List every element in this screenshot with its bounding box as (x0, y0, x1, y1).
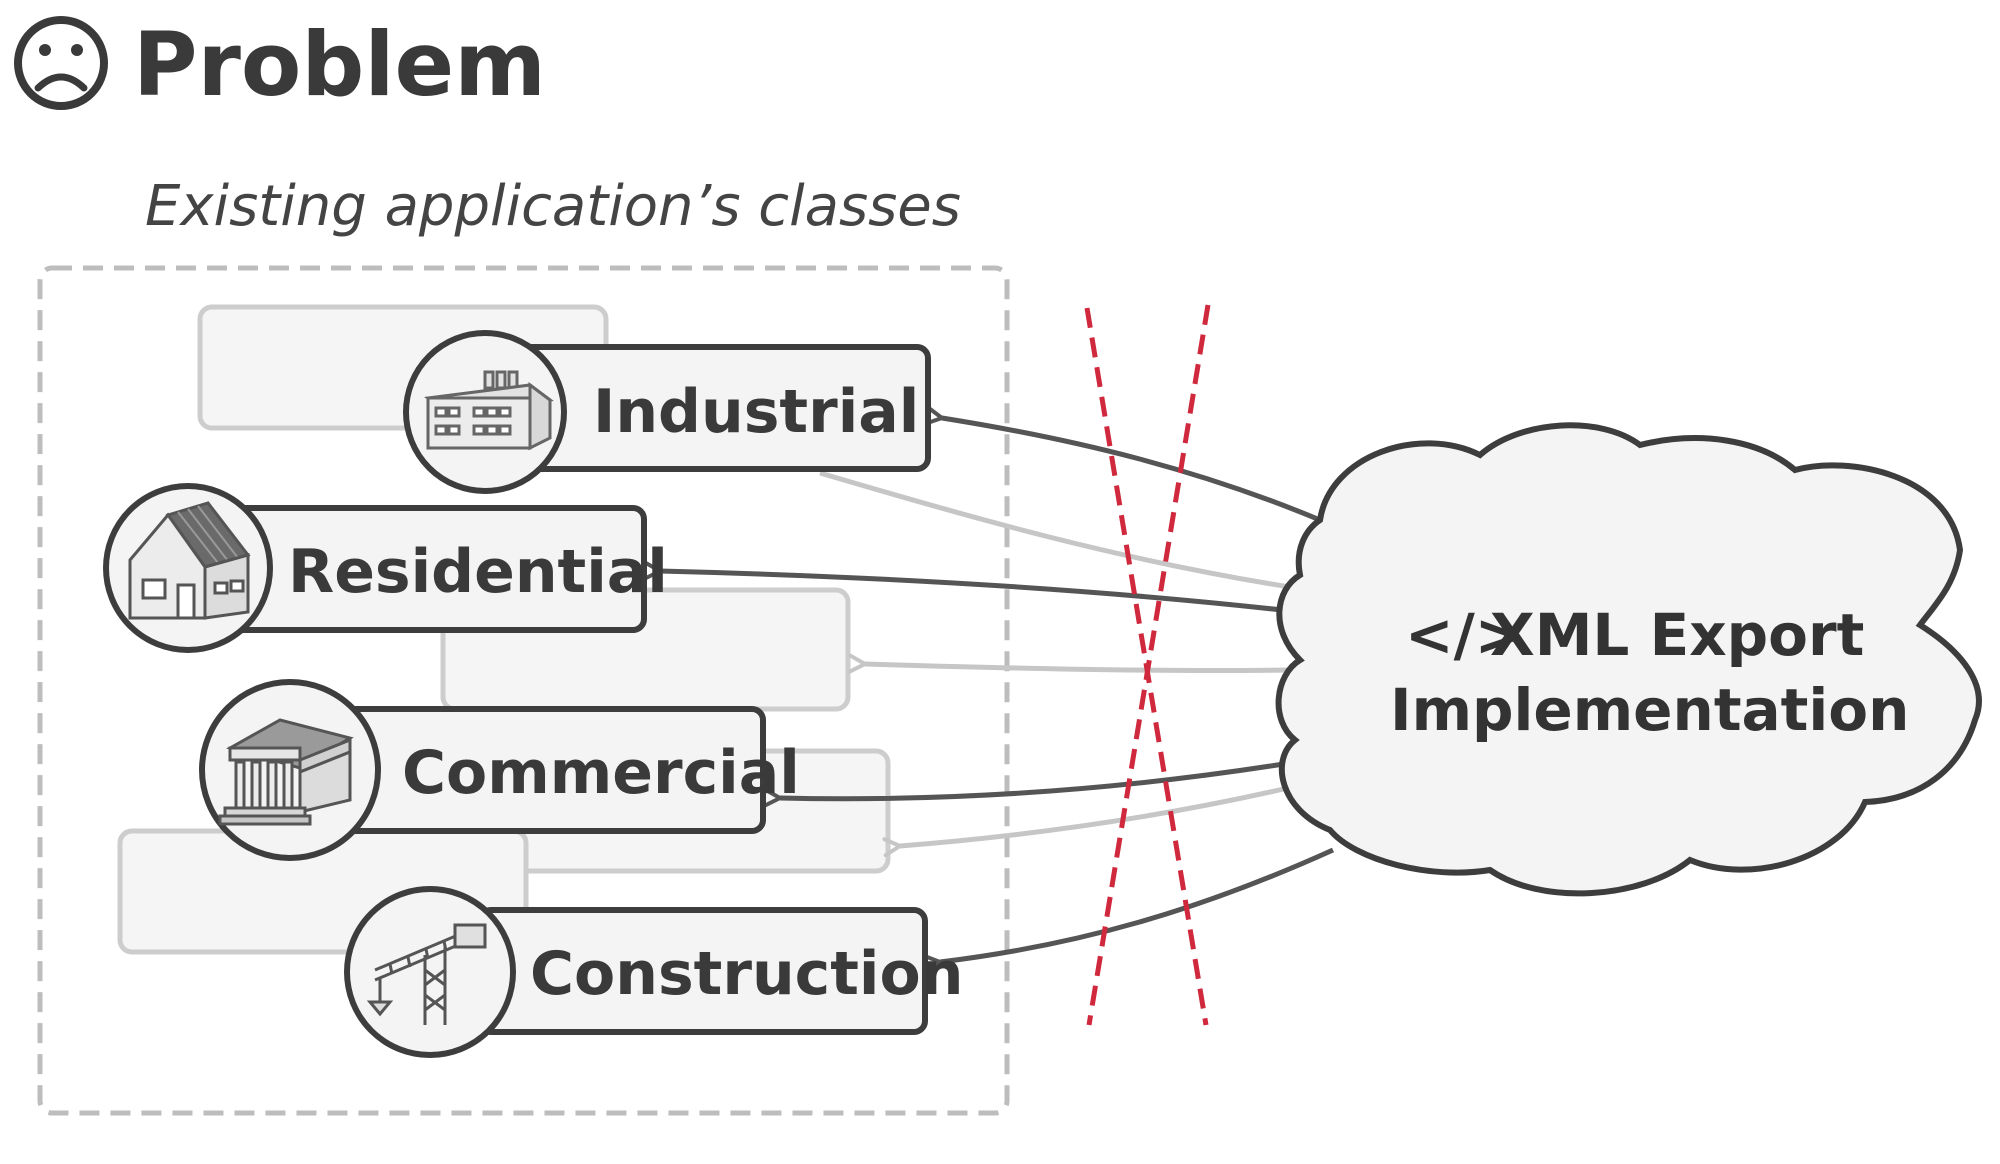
factory-icon (423, 370, 554, 451)
sad-face-icon (14, 16, 108, 110)
class-construction: Construction (344, 886, 963, 1058)
cloud-title-line2: Implementation (1390, 676, 1909, 744)
code-icon: </> (1405, 601, 1523, 669)
class-residential: Residential (103, 483, 668, 653)
forbidden-cross (1084, 304, 1211, 1026)
cloud-shape (1275, 422, 1982, 897)
class-label: Construction (530, 939, 963, 1009)
arrow-to-residential (642, 560, 1283, 613)
house-icon (128, 501, 251, 620)
faded-arrow (819, 470, 1291, 590)
arrow-to-industrial (923, 405, 1321, 523)
class-industrial: Industrial (403, 330, 931, 494)
class-label: Industrial (593, 377, 919, 447)
bank-building-icon (218, 718, 354, 826)
class-group-boundary (37, 265, 1010, 1116)
cloud-title-line1: XML Export (1490, 601, 1864, 669)
xml-export-cloud: </> XML Export Implementation (1275, 422, 1982, 897)
class-label: Residential (288, 537, 668, 607)
class-label: Commercial (402, 738, 800, 808)
crane-icon (366, 923, 487, 1025)
group-caption: Existing application’s classes (145, 174, 961, 239)
faded-arrow (847, 653, 1293, 674)
page-title: Problem (133, 13, 546, 116)
arrow-to-construction (922, 847, 1335, 974)
class-commercial: Commercial (199, 679, 800, 861)
faded-arrow (882, 785, 1289, 858)
arrow-to-commercial (762, 760, 1291, 808)
